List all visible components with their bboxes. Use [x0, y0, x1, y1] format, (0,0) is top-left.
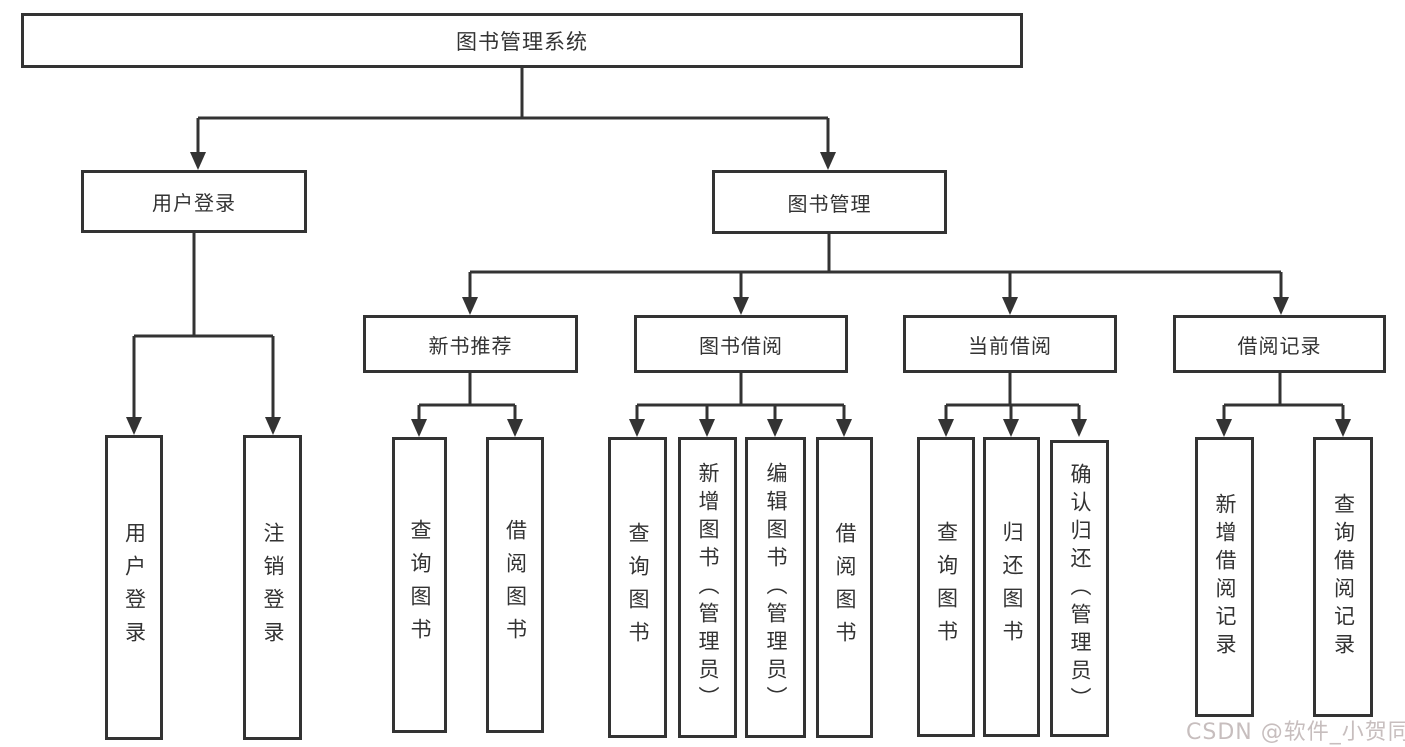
node-leaf-borrow-books-2-label: 借阅图书	[833, 521, 857, 654]
node-new-book-recommend: 新书推荐	[363, 315, 578, 373]
node-new-book-recommend-label: 新书推荐	[428, 333, 513, 358]
arrowhead	[1216, 419, 1232, 437]
edge-current-children	[944, 373, 1081, 421]
node-leaf-borrow-books-2: 借阅图书	[816, 437, 873, 738]
node-leaf-logout-label: 注销登录	[261, 521, 285, 654]
edge-records-children	[1222, 373, 1345, 421]
arrowhead	[190, 152, 206, 170]
node-user-login-label: 用户登录	[152, 191, 236, 215]
node-leaf-return-book-label: 归还图书	[1000, 521, 1024, 653]
node-leaf-add-borrow-record: 新增借阅记录	[1195, 437, 1254, 717]
node-leaf-edit-book-admin-label: 编辑图书（管理员）	[764, 461, 788, 714]
node-leaf-add-borrow-record-label: 新增借阅记录	[1213, 493, 1237, 661]
arrowhead	[462, 297, 478, 315]
node-leaf-query-books-3-label: 查询图书	[934, 521, 959, 653]
node-leaf-user-login: 用户登录	[105, 435, 163, 740]
arrowhead	[629, 419, 645, 437]
arrowhead	[507, 419, 523, 437]
arrowhead	[1071, 419, 1087, 437]
node-library-system: 图书管理系统	[21, 13, 1023, 68]
node-leaf-query-books-3: 查询图书	[917, 437, 975, 737]
node-leaf-query-borrow-record: 查询借阅记录	[1313, 437, 1373, 717]
arrowhead	[411, 419, 427, 437]
node-leaf-confirm-return-admin-label: 确认归还（管理员）	[1068, 462, 1092, 715]
edge-book-mgmt-children	[468, 234, 1283, 299]
arrowhead	[767, 419, 783, 437]
node-current-borrowing-label: 当前借阅	[968, 333, 1052, 358]
node-leaf-confirm-return-admin: 确认归还（管理员）	[1050, 440, 1109, 737]
node-leaf-query-books-1: 查询图书	[392, 437, 447, 733]
node-leaf-query-books-2-label: 查询图书	[626, 521, 650, 654]
arrowhead	[699, 419, 715, 437]
node-leaf-query-books-1-label: 查询图书	[408, 519, 432, 651]
node-library-system-label: 图书管理系统	[456, 29, 588, 54]
arrowhead	[1335, 419, 1351, 437]
arrowhead	[1003, 419, 1019, 437]
edge-recommend-children	[417, 373, 517, 421]
arrowhead	[1002, 297, 1018, 315]
edge-user-login-children	[132, 233, 275, 419]
node-leaf-logout: 注销登录	[243, 435, 302, 740]
edge-root-to-level2	[196, 68, 830, 154]
arrowhead	[938, 419, 954, 437]
node-book-management: 图书管理	[712, 170, 947, 234]
arrowhead	[126, 417, 142, 435]
arrowhead	[733, 297, 749, 315]
node-current-borrowing: 当前借阅	[903, 315, 1117, 373]
node-leaf-add-book-admin: 新增图书（管理员）	[678, 437, 737, 738]
node-user-login: 用户登录	[81, 170, 307, 233]
node-leaf-return-book: 归还图书	[983, 437, 1040, 737]
node-borrow-records: 借阅记录	[1173, 315, 1386, 373]
arrowhead	[836, 419, 852, 437]
node-book-borrowing-label: 图书借阅	[699, 333, 783, 358]
arrowhead	[1273, 297, 1289, 315]
node-book-borrowing: 图书借阅	[634, 315, 848, 373]
node-leaf-borrow-books-1: 借阅图书	[486, 437, 544, 733]
edge-borrow-children	[635, 373, 846, 421]
arrowhead	[265, 417, 281, 435]
node-borrow-records-label: 借阅记录	[1237, 333, 1322, 358]
node-leaf-edit-book-admin: 编辑图书（管理员）	[745, 437, 806, 738]
node-leaf-add-book-admin-label: 新增图书（管理员）	[696, 461, 720, 714]
node-leaf-query-borrow-record-label: 查询借阅记录	[1331, 493, 1356, 661]
node-leaf-query-books-2: 查询图书	[608, 437, 667, 738]
arrowhead	[820, 152, 836, 170]
node-leaf-user-login-label: 用户登录	[122, 521, 147, 654]
node-leaf-borrow-books-1-label: 借阅图书	[503, 519, 528, 651]
csdn-watermark: CSDN @软件_小贺同学	[1186, 720, 1405, 745]
node-book-management-label: 图书管理	[787, 191, 872, 216]
